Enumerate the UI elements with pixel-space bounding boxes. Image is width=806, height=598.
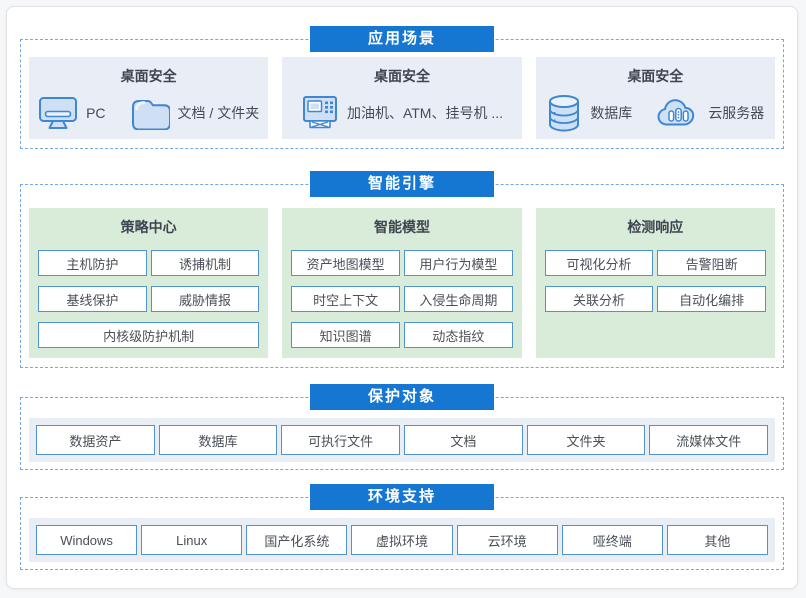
capability-pill: 知识图谱 bbox=[291, 322, 400, 348]
protection-pill: 数据库 bbox=[158, 425, 278, 455]
engine-card-policy-center: 策略中心 主机防护 诱捕机制 基线保护 威胁情报 内核级防护机制 bbox=[29, 208, 269, 358]
engine-card-smart-model: 智能模型 资产地图模型 用户行为模型 时空上下文 入侵生命周期 知识图谱 动态指… bbox=[282, 208, 522, 358]
scenario-card-desktop-1: 桌面安全 PC bbox=[29, 57, 269, 139]
protection-pill: 文档 bbox=[404, 425, 523, 455]
scenario-item-label: 加油机、ATM、挂号机 ... bbox=[346, 104, 504, 121]
database-icon bbox=[546, 93, 582, 133]
protection-pill: 文件夹 bbox=[526, 425, 646, 455]
capability-pill: 内核级防护机制 bbox=[38, 322, 260, 348]
environment-pill: 哑终端 bbox=[561, 525, 663, 555]
scenario-card-desktop-2: 桌面安全 bbox=[282, 57, 522, 139]
capability-pill: 自动化编排 bbox=[657, 286, 766, 312]
environment-pill: Linux bbox=[141, 525, 243, 555]
smart-engine-banner: 智能引擎 bbox=[309, 171, 495, 197]
capability-pill: 主机防护 bbox=[38, 250, 147, 276]
scenario-item-label: 数据库 bbox=[590, 104, 633, 121]
environment-pill: 其他 bbox=[666, 525, 768, 555]
pc-icon bbox=[38, 95, 78, 131]
capability-pill: 资产地图模型 bbox=[291, 250, 400, 276]
capability-pill: 威胁情报 bbox=[150, 286, 260, 312]
scenario-item-terminals: 加油机、ATM、挂号机 ... bbox=[301, 94, 503, 132]
environment-support-box: Windows Linux 国产化系统 虚拟环境 云环境 哑终端 其他 bbox=[20, 497, 784, 570]
capability-pill: 告警阻断 bbox=[657, 250, 766, 276]
section-environment-support: 环境支持 Windows Linux 国产化系统 虚拟环境 云环境 哑终端 其他 bbox=[20, 484, 784, 570]
environment-pill: Windows bbox=[36, 525, 138, 555]
scenario-item-pc: PC bbox=[38, 95, 106, 131]
capability-pill: 可视化分析 bbox=[544, 250, 654, 276]
app-scenarios-box: 桌面安全 PC bbox=[20, 39, 784, 149]
engine-card-title: 策略中心 bbox=[120, 219, 177, 235]
diagram-frame: 应用场景 桌面安全 bbox=[6, 6, 798, 589]
scenario-card-desktop-3: 桌面安全 bbox=[535, 57, 775, 139]
environment-support-strip: Windows Linux 国产化系统 虚拟环境 云环境 哑终端 其他 bbox=[29, 518, 775, 562]
capability-pill: 动态指纹 bbox=[403, 322, 513, 348]
environment-support-banner: 环境支持 bbox=[309, 484, 495, 510]
capability-pill: 基线保护 bbox=[38, 286, 147, 312]
scenario-card-title: 桌面安全 bbox=[373, 68, 430, 84]
smart-engine-box: 策略中心 主机防护 诱捕机制 基线保护 威胁情报 内核级防护机制 智能模型 资产… bbox=[20, 184, 784, 368]
protection-pill: 数据资产 bbox=[36, 425, 155, 455]
scenario-card-title: 桌面安全 bbox=[627, 68, 684, 84]
protection-targets-strip: 数据资产 数据库 可执行文件 文档 文件夹 流媒体文件 bbox=[29, 418, 775, 462]
cloud-server-icon bbox=[656, 96, 700, 130]
scenario-item-database: 数据库 bbox=[546, 93, 632, 133]
environment-pill: 国产化系统 bbox=[246, 525, 348, 555]
scenario-card-title: 桌面安全 bbox=[120, 68, 177, 84]
protection-targets-banner: 保护对象 bbox=[309, 384, 495, 410]
protection-targets-box: 数据资产 数据库 可执行文件 文档 文件夹 流媒体文件 bbox=[20, 397, 784, 470]
engine-card-title: 智能模型 bbox=[373, 219, 430, 235]
capability-pill: 时空上下文 bbox=[291, 286, 400, 312]
capability-pill: 关联分析 bbox=[544, 286, 654, 312]
atm-icon bbox=[301, 94, 339, 132]
scenario-item-cloud-server: 云服务器 bbox=[656, 96, 764, 130]
app-scenarios-banner: 应用场景 bbox=[309, 26, 495, 52]
capability-pill: 用户行为模型 bbox=[403, 250, 513, 276]
scenario-item-label: 云服务器 bbox=[708, 104, 765, 121]
engine-card-detect-response: 检测响应 可视化分析 告警阻断 关联分析 自动化编排 bbox=[535, 208, 775, 358]
folder-icon bbox=[130, 96, 170, 130]
environment-pill: 云环境 bbox=[456, 525, 558, 555]
protection-pill: 可执行文件 bbox=[281, 425, 401, 455]
protection-pill: 流媒体文件 bbox=[649, 425, 769, 455]
section-protection-targets: 保护对象 数据资产 数据库 可执行文件 文档 文件夹 流媒体文件 bbox=[20, 384, 784, 470]
environment-pill: 虚拟环境 bbox=[351, 525, 453, 555]
scenario-item-label: 文档 / 文件夹 bbox=[177, 104, 260, 121]
section-app-scenarios: 应用场景 桌面安全 bbox=[20, 26, 784, 149]
capability-pill: 诱捕机制 bbox=[150, 250, 260, 276]
scenario-item-docs-folders: 文档 / 文件夹 bbox=[130, 96, 260, 130]
scenario-item-label: PC bbox=[86, 104, 106, 121]
section-smart-engine: 智能引擎 策略中心 主机防护 诱捕机制 基线保护 威胁情报 内核级防护机制 智能… bbox=[20, 171, 784, 368]
capability-pill: 入侵生命周期 bbox=[403, 286, 513, 312]
engine-card-title: 检测响应 bbox=[627, 219, 684, 235]
